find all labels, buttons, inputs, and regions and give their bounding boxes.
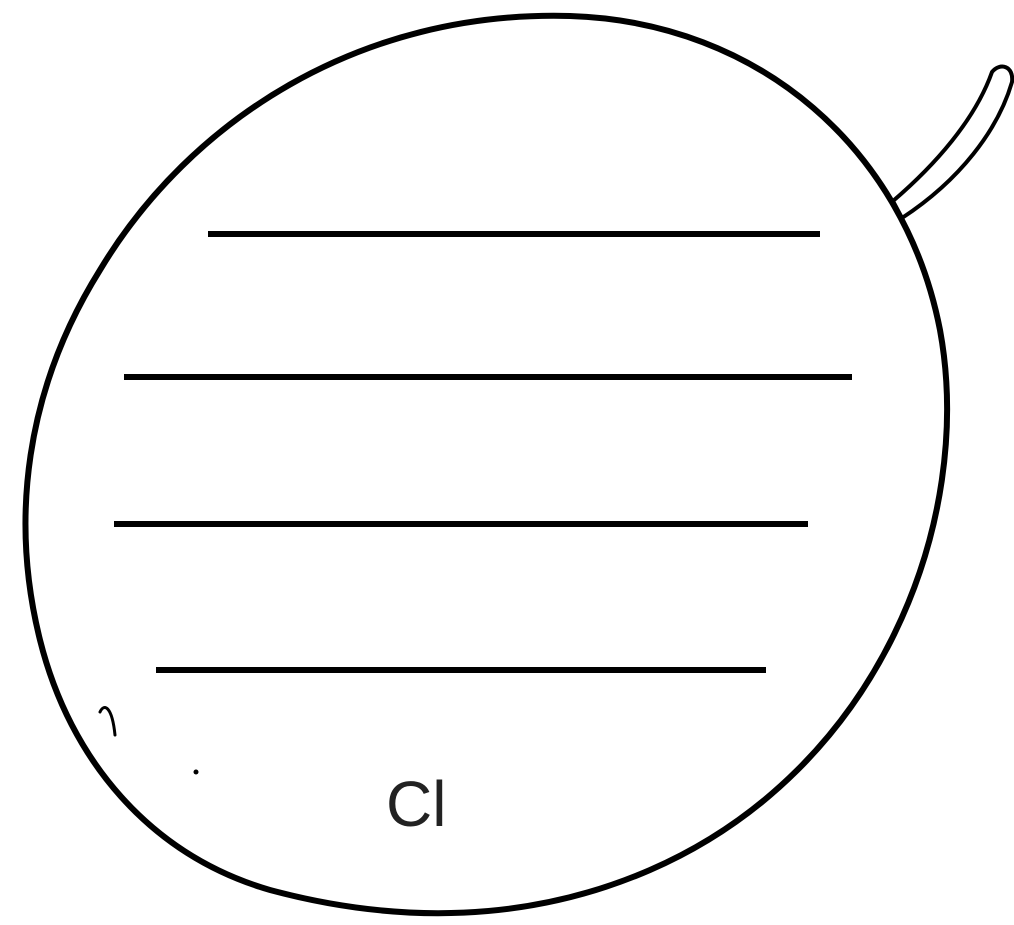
dot-mark	[194, 770, 199, 775]
caption-label: Cl	[386, 768, 446, 840]
hook-mark	[100, 708, 115, 735]
ruled-lines	[114, 234, 852, 670]
leaf-outline	[26, 16, 948, 913]
stem-icon	[893, 67, 1012, 218]
